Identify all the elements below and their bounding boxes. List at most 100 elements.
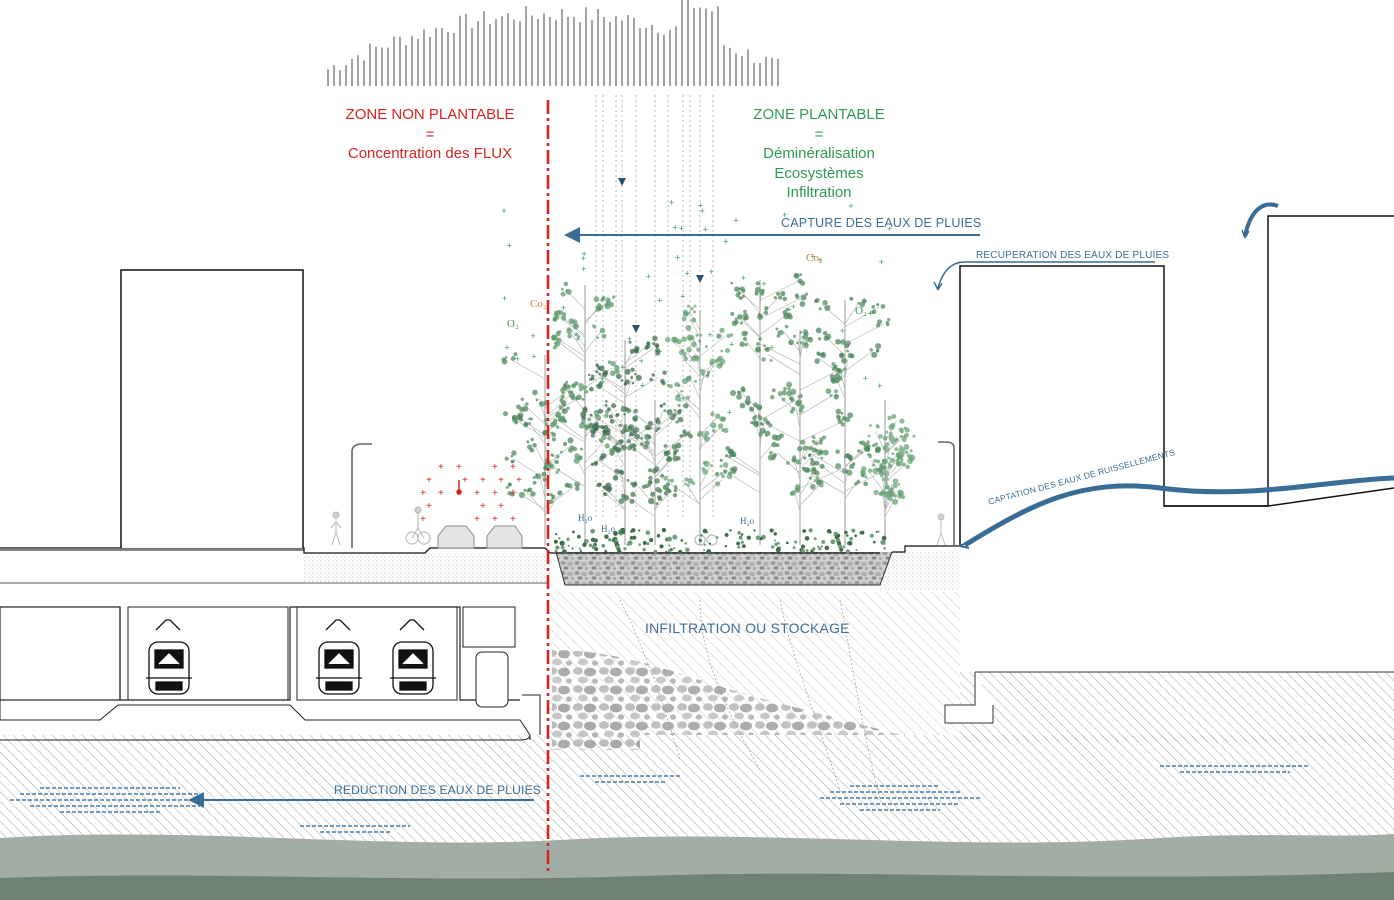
svg-text:+: + bbox=[723, 237, 728, 247]
co2-label: Co₂ bbox=[530, 298, 547, 310]
svg-text:+: + bbox=[474, 514, 480, 525]
svg-text:+: + bbox=[456, 462, 462, 473]
recuperation-label: RECUPERATION DES EAUX DE PLUIES bbox=[976, 250, 1170, 261]
svg-text:+: + bbox=[680, 291, 685, 301]
svg-text:+: + bbox=[709, 267, 714, 277]
svg-text:+: + bbox=[426, 501, 432, 512]
rain-arrows bbox=[618, 178, 704, 333]
svg-text:+: + bbox=[510, 488, 516, 499]
buildings bbox=[120, 215, 1394, 548]
svg-text:+: + bbox=[669, 197, 674, 207]
zone-non-plantable-equals: = bbox=[425, 125, 435, 143]
svg-text:+: + bbox=[510, 514, 516, 525]
capture-label: CAPTURE DES EAUX DE PLUIES bbox=[781, 216, 982, 230]
svg-text:+: + bbox=[786, 305, 791, 315]
thermometer-icon bbox=[456, 480, 462, 495]
svg-text:+: + bbox=[727, 408, 732, 418]
svg-text:+: + bbox=[502, 293, 507, 303]
car-icon bbox=[437, 525, 523, 549]
pedestrian-icon bbox=[330, 511, 946, 546]
svg-text:+: + bbox=[516, 475, 522, 486]
svg-text:+: + bbox=[887, 224, 892, 234]
svg-text:+: + bbox=[501, 206, 506, 216]
svg-text:+: + bbox=[863, 373, 868, 383]
svg-text:+: + bbox=[438, 462, 444, 473]
svg-text:+: + bbox=[480, 475, 486, 486]
svg-text:+: + bbox=[639, 356, 644, 366]
svg-text:+: + bbox=[530, 331, 535, 341]
infiltration-label: INFILTRATION OU STOCKAGE bbox=[645, 620, 850, 636]
tunnel-structure bbox=[0, 582, 548, 741]
cyclist-icon bbox=[405, 506, 718, 546]
svg-text:+: + bbox=[510, 462, 516, 473]
svg-text:+: + bbox=[620, 362, 625, 372]
svg-text:+: + bbox=[729, 339, 734, 349]
svg-text:+: + bbox=[640, 380, 645, 390]
zone-non-plantable-line1: Concentration des FLUX bbox=[347, 145, 513, 162]
zone-plantable-title: ZONE PLANTABLE bbox=[753, 106, 885, 123]
zone-non-plantable-label: ZONE NON PLANTABLE = Concentration des F… bbox=[320, 105, 540, 164]
svg-text:+: + bbox=[791, 302, 796, 312]
svg-text:+: + bbox=[581, 249, 586, 259]
zone-non-plantable-title: ZONE NON PLANTABLE bbox=[345, 106, 515, 123]
svg-text:+: + bbox=[596, 304, 601, 314]
rain-bars bbox=[327, 0, 779, 86]
svg-text:+: + bbox=[707, 330, 712, 340]
o2-label: O₂ bbox=[507, 318, 519, 330]
svg-text:+: + bbox=[599, 374, 604, 384]
ground-surface bbox=[0, 545, 960, 590]
svg-text:+: + bbox=[685, 269, 690, 279]
svg-text:+: + bbox=[492, 514, 498, 525]
infiltration-soil bbox=[550, 592, 1394, 801]
svg-text:+: + bbox=[810, 252, 815, 262]
street-lamp-icon bbox=[351, 441, 955, 548]
svg-text:+: + bbox=[673, 222, 678, 232]
svg-text:+: + bbox=[515, 354, 520, 364]
svg-text:+: + bbox=[700, 206, 705, 216]
svg-text:+: + bbox=[507, 241, 512, 251]
svg-text:+: + bbox=[761, 279, 766, 289]
svg-text:+: + bbox=[703, 225, 708, 235]
flow-arrows bbox=[188, 202, 1394, 808]
svg-text:+: + bbox=[474, 488, 480, 499]
svg-text:+: + bbox=[769, 342, 774, 352]
svg-text:+: + bbox=[492, 488, 498, 499]
svg-text:+: + bbox=[879, 257, 884, 267]
svg-text:+: + bbox=[426, 475, 432, 486]
svg-text:+: + bbox=[657, 295, 662, 305]
pollution-markers: ++++++++++++++++++++++ bbox=[420, 462, 522, 525]
soil-layers bbox=[0, 735, 1394, 900]
groundwater-lenses bbox=[10, 765, 1310, 833]
svg-text:+: + bbox=[420, 514, 426, 525]
tram-icon bbox=[146, 619, 436, 695]
svg-text:+: + bbox=[758, 334, 763, 344]
svg-text:+: + bbox=[504, 343, 509, 353]
svg-text:+: + bbox=[840, 326, 845, 336]
svg-text:+: + bbox=[498, 475, 504, 486]
zone-plantable-line1: Déminéralisation bbox=[763, 145, 875, 162]
svg-text:+: + bbox=[600, 377, 605, 387]
zone-plantable-line3: Infiltration bbox=[786, 184, 852, 201]
svg-text:+: + bbox=[698, 201, 703, 211]
svg-text:+: + bbox=[848, 201, 853, 211]
h2o-label: H₂o bbox=[740, 516, 755, 526]
svg-text:+: + bbox=[657, 346, 662, 356]
h2o-label: H₂o bbox=[578, 513, 593, 523]
reduction-label: REDUCTION DES EAUX DE PLUIES bbox=[334, 783, 541, 797]
svg-text:+: + bbox=[741, 273, 746, 283]
svg-text:+: + bbox=[684, 309, 689, 319]
svg-text:+: + bbox=[492, 462, 498, 473]
svg-text:+: + bbox=[598, 378, 603, 388]
o2-label: O₂ bbox=[855, 305, 867, 317]
svg-text:+: + bbox=[531, 352, 536, 362]
svg-text:+: + bbox=[782, 210, 787, 220]
svg-text:+: + bbox=[438, 488, 444, 499]
svg-text:+: + bbox=[581, 264, 586, 274]
zone-plantable-line2: Ecosystèmes bbox=[774, 164, 864, 182]
h2o-label: H₂o bbox=[601, 524, 616, 534]
svg-text:+: + bbox=[733, 216, 738, 226]
svg-text:+: + bbox=[571, 381, 576, 391]
svg-text:+: + bbox=[462, 475, 468, 486]
svg-text:+: + bbox=[627, 334, 632, 344]
